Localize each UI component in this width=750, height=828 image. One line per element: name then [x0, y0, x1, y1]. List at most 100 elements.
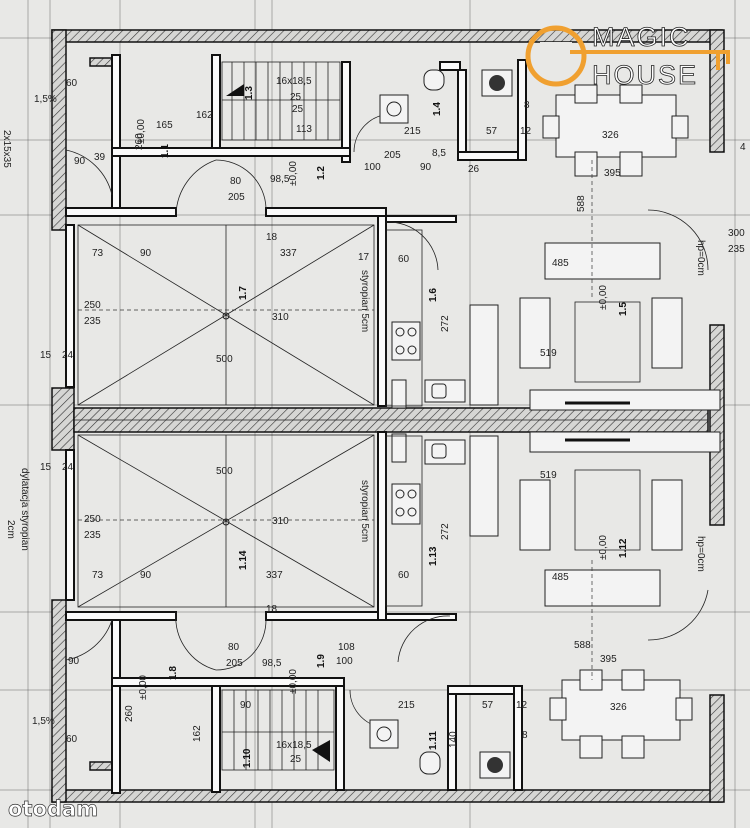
dim-100-b: 100	[336, 656, 353, 667]
slope-top: 1,5%	[34, 94, 57, 105]
dylatacja-cm: 2cm	[5, 520, 16, 539]
dim-140: 140	[448, 731, 459, 748]
level-1-9: ±0,00	[288, 669, 299, 694]
dim-500-b: 500	[216, 466, 233, 477]
brand-house: HOUSE	[592, 60, 698, 90]
dim-395-a: 395	[604, 168, 621, 179]
party-wall	[73, 407, 709, 433]
stairs-bottom-run: 25	[290, 754, 302, 765]
dim-500-a: 500	[216, 354, 233, 365]
stairs-bottom-size: 16x18,5	[276, 740, 312, 751]
dim-73-b: 73	[92, 570, 104, 581]
dim-235-c: 235	[84, 530, 101, 541]
room-1-6: 1.6	[428, 288, 439, 302]
dim-272-a: 272	[440, 315, 451, 332]
dim-395-b: 395	[600, 654, 617, 665]
living-top	[519, 84, 721, 411]
dim-4: 4	[740, 142, 746, 153]
dim-235-a: 235	[728, 244, 745, 255]
living-bottom	[519, 431, 721, 759]
brand-magic: MAGIC	[592, 22, 691, 52]
dashed-lines	[78, 160, 593, 680]
slope-bottom: 1,5%	[32, 716, 55, 727]
dim-326-b: 326	[610, 702, 627, 713]
brand-logo: MAGIC HOUSE	[525, 22, 730, 90]
watermark: otodam	[8, 797, 98, 821]
dim-15-a: 15	[40, 350, 52, 361]
room-1-3: 1.3	[244, 86, 255, 100]
dim-113: 113	[296, 124, 312, 135]
dylatacja-label: dylatacja styropian	[19, 468, 30, 551]
dim-90-e: 90	[240, 700, 252, 711]
room-1-7: 1.7	[238, 286, 249, 300]
dim-485-a: 485	[552, 258, 569, 269]
dim-60-b: 60	[398, 254, 410, 265]
exterior-walls	[51, 29, 725, 803]
dim-8-5: 8,5	[432, 148, 446, 159]
room-1-9: 1.9	[316, 654, 327, 668]
interior-walls-bottom	[65, 431, 523, 794]
interior-walls-top	[65, 54, 527, 407]
level-1-1: ±0,00	[136, 119, 147, 144]
dim-17-a: 17	[358, 252, 370, 263]
level-1-12: ±0,00	[598, 535, 609, 560]
dimensions: 60 165 162 260 90 39 80 205 98,5 113 215…	[40, 78, 746, 748]
dim-8-a: 8	[524, 100, 530, 111]
dim-98-5-a: 98,5	[270, 174, 290, 185]
kitchen-appliances	[391, 321, 466, 525]
dim-24-b: 24	[62, 462, 74, 473]
dim-588-a: 588	[576, 195, 587, 212]
stairs-top-size: 16x18,5	[276, 76, 312, 87]
dim-90-a: 90	[74, 156, 86, 167]
room-1-1: 1.1	[160, 144, 171, 158]
hp-top: hp=0cm	[695, 240, 706, 276]
dim-60: 60	[66, 78, 78, 89]
dim-25: 25	[292, 104, 304, 115]
dim-18-a: 18	[266, 232, 278, 243]
dim-250-b: 250	[84, 514, 101, 525]
kitchen-counters	[385, 229, 499, 607]
dim-260-b: 260	[124, 705, 135, 722]
stairs-bottom	[221, 689, 335, 771]
dim-39: 39	[94, 152, 106, 163]
dim-12-a: 12	[520, 126, 532, 137]
hp-bottom: hp=0cm	[695, 536, 706, 572]
dim-80-a: 80	[230, 176, 242, 187]
dim-162: 162	[196, 110, 213, 121]
dim-310-b: 310	[272, 516, 289, 527]
room-1-5: 1.5	[618, 302, 629, 316]
dim-205-b: 205	[384, 150, 401, 161]
dim-162-b: 162	[192, 725, 203, 742]
dim-90-c: 90	[420, 162, 432, 173]
dim-60-d: 60	[66, 734, 78, 745]
dim-90-b: 90	[140, 248, 152, 259]
annotations: styropian 5cm styropian 5cm dylatacja st…	[1, 76, 706, 765]
dim-205-c: 205	[226, 658, 243, 669]
dim-60-c: 60	[398, 570, 410, 581]
room-labels: 1.1 1.2 1.3 1.4 1.5 1.6 1.7 1.8 1.9 1.10…	[160, 86, 629, 768]
dim-215-a: 215	[404, 126, 421, 137]
dim-73-a: 73	[92, 248, 104, 259]
dim-100-a: 100	[364, 162, 381, 173]
bathroom-fixtures	[369, 69, 513, 779]
dim-15-b: 15	[40, 462, 52, 473]
dim-326-a: 326	[602, 130, 619, 141]
room-1-4: 1.4	[432, 102, 443, 116]
dim-108: 108	[338, 642, 355, 653]
dim-215-b: 215	[398, 700, 415, 711]
room-1-2: 1.2	[316, 166, 327, 180]
stairs-top	[221, 61, 341, 141]
dim-260: 260	[134, 133, 145, 150]
room-1-14: 1.14	[238, 550, 249, 570]
dim-235-b: 235	[84, 316, 101, 327]
dim-90-d: 90	[140, 570, 152, 581]
room-1-11: 1.11	[428, 731, 439, 750]
styropian-top: styropian 5cm	[359, 270, 370, 332]
dim-300-a: 300	[728, 228, 745, 239]
garage-top	[77, 224, 375, 406]
dim-98-5-b: 98,5	[262, 658, 282, 669]
dim-519-b: 519	[540, 470, 557, 481]
room-1-10: 1.10	[242, 748, 253, 768]
dim-18-b: 18	[266, 604, 278, 615]
